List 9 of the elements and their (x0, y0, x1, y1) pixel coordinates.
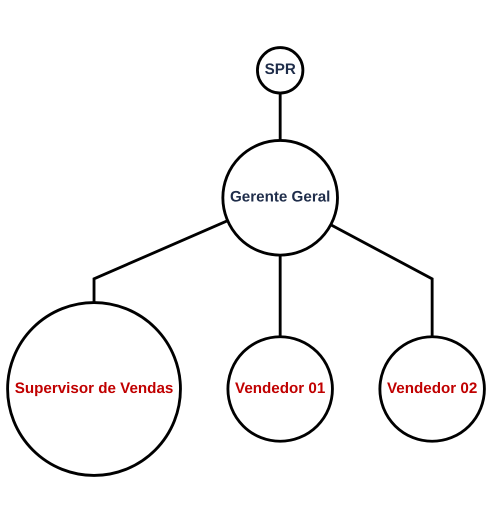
connector (278, 93, 282, 140)
node-circle: Gerente Geral (221, 139, 339, 257)
connector (92, 219, 228, 303)
node-circle: SPR (256, 46, 304, 94)
connector (278, 255, 282, 337)
connector (330, 224, 434, 337)
node-circle: Vendedor 02 (378, 335, 486, 443)
node-circle: Supervisor de Vendas (6, 301, 182, 477)
node-circle: Vendedor 01 (226, 335, 334, 443)
